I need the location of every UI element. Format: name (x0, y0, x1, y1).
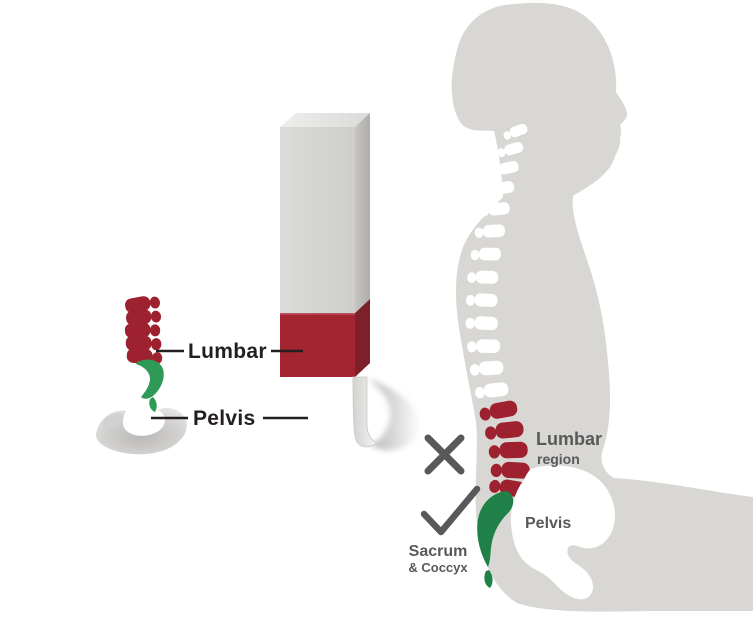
vertebra (124, 321, 161, 339)
mini-spine-diagram (96, 293, 187, 455)
figure-coccyx-label: & Coccyx (408, 560, 468, 575)
mini-pelvis-fragment (102, 413, 124, 429)
figure-lumbar-label: Lumbar (536, 429, 602, 449)
figure-annotations: Lumbar region Pelvis Sacrum & Coccyx (408, 429, 602, 575)
mini-pelvis-bone (96, 407, 187, 455)
mini-coccyx (149, 397, 157, 412)
body-silhouette (451, 2, 753, 612)
coccyx (484, 570, 493, 588)
column-red-band (280, 313, 355, 377)
pelvis-cutout (510, 465, 616, 600)
column-red-side-face (355, 299, 370, 377)
left-labels: Lumbar Pelvis (151, 340, 308, 430)
check-icon (420, 485, 481, 536)
column-front-face (280, 127, 355, 313)
mini-pelvis-label: Pelvis (193, 407, 256, 430)
pressure-column (280, 113, 421, 451)
mini-pelvis (96, 407, 187, 455)
figure-sacrum-label: Sacrum (409, 543, 468, 560)
column-side-face (355, 113, 370, 313)
mini-lumbar-label: Lumbar (188, 340, 267, 363)
x-icon (424, 434, 465, 475)
mini-lumbar-vertebrae (124, 293, 163, 365)
column-blade (352, 376, 378, 448)
seated-figure (451, 2, 753, 612)
column-top-face (280, 113, 370, 127)
sacrum (477, 491, 514, 567)
figure-lumbar-sublabel: region (537, 451, 580, 467)
column-shadow (368, 379, 421, 451)
mini-sacrum (136, 359, 164, 399)
figure-pelvis-label: Pelvis (525, 515, 571, 532)
column-red-band-edge (280, 313, 355, 315)
vertebra (125, 335, 162, 351)
